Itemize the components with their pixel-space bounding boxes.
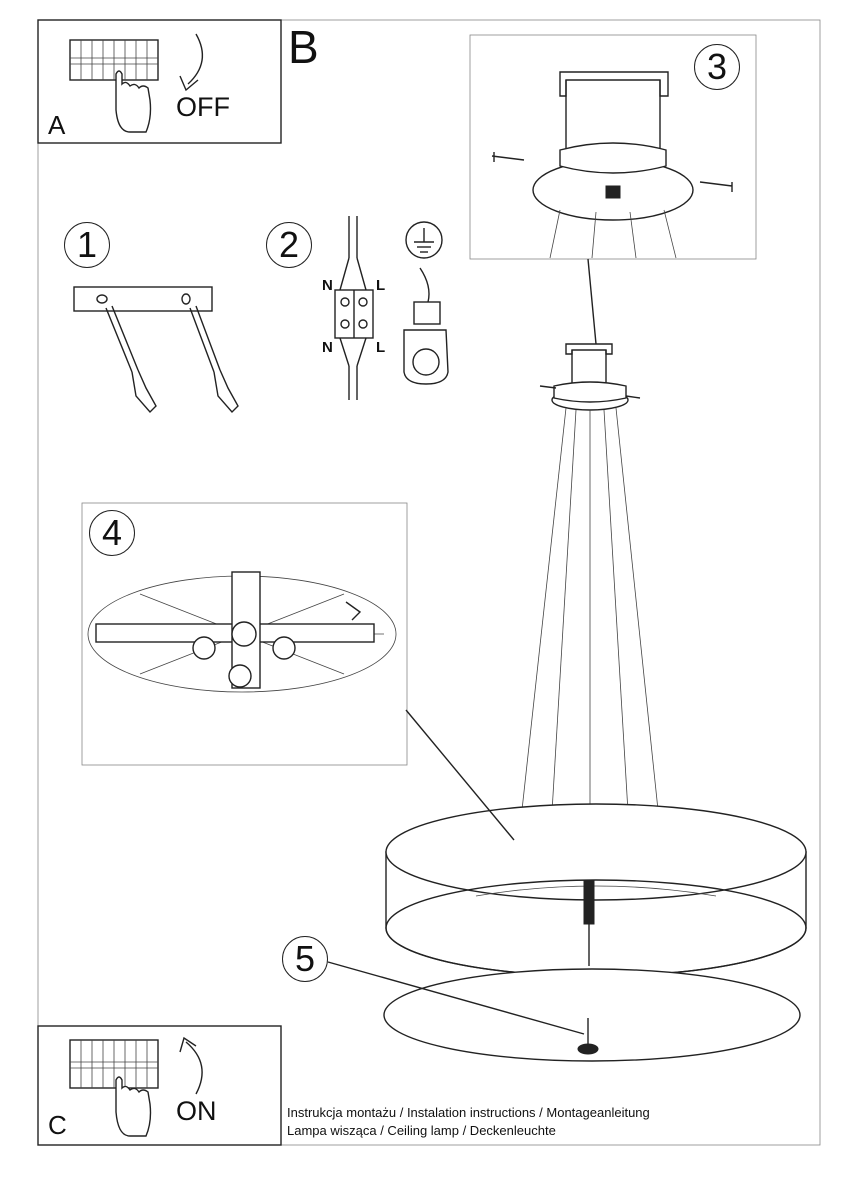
panel-b-letter: B bbox=[288, 21, 319, 73]
callout-line bbox=[405, 709, 515, 841]
suspension-cables bbox=[521, 407, 659, 813]
caption-line-2: Lampa wisząca / Ceiling lamp / Deckenleu… bbox=[287, 1123, 556, 1138]
panel-a-box bbox=[37, 19, 282, 144]
lamp-shade bbox=[385, 803, 807, 977]
terminal-block-step bbox=[334, 216, 374, 400]
callout-line bbox=[587, 258, 597, 345]
diffuser-disc bbox=[383, 968, 801, 1062]
step-3-inset bbox=[469, 34, 757, 260]
hand-icon bbox=[115, 1076, 152, 1137]
arrow-down-icon bbox=[187, 33, 204, 85]
step-4-inset bbox=[81, 502, 408, 766]
mounting-plate-step bbox=[73, 286, 239, 414]
canopy-detail bbox=[491, 71, 733, 259]
wire-label-n-bottom: N bbox=[322, 339, 333, 356]
step-number-2: 2 bbox=[266, 222, 312, 268]
panel-a-letter: A bbox=[48, 110, 66, 140]
wire-label-n-top: N bbox=[322, 277, 333, 294]
step-number-3: 3 bbox=[694, 44, 740, 90]
breaker-panel-icon bbox=[69, 1039, 159, 1089]
step-number-1: 1 bbox=[64, 222, 110, 268]
off-label: OFF bbox=[176, 92, 230, 122]
step-number-5: 5 bbox=[282, 936, 328, 982]
ground-terminal bbox=[403, 221, 449, 385]
caption-line-1: Instrukcja montażu / Instalation instruc… bbox=[287, 1105, 650, 1120]
wire-label-l-top: L bbox=[376, 277, 386, 294]
arrow-up-icon bbox=[185, 1041, 203, 1095]
panel-c-letter: C bbox=[48, 1110, 67, 1140]
callout-line bbox=[327, 961, 585, 1035]
wire-label-l-bottom: L bbox=[376, 339, 386, 356]
breaker-panel-icon bbox=[69, 39, 159, 81]
step-number-4: 4 bbox=[89, 510, 135, 556]
on-label: ON bbox=[176, 1096, 217, 1126]
hand-icon bbox=[115, 70, 152, 133]
main-frame bbox=[37, 19, 821, 1146]
ceiling-canopy bbox=[539, 343, 641, 411]
socket-plate-detail bbox=[87, 571, 397, 693]
